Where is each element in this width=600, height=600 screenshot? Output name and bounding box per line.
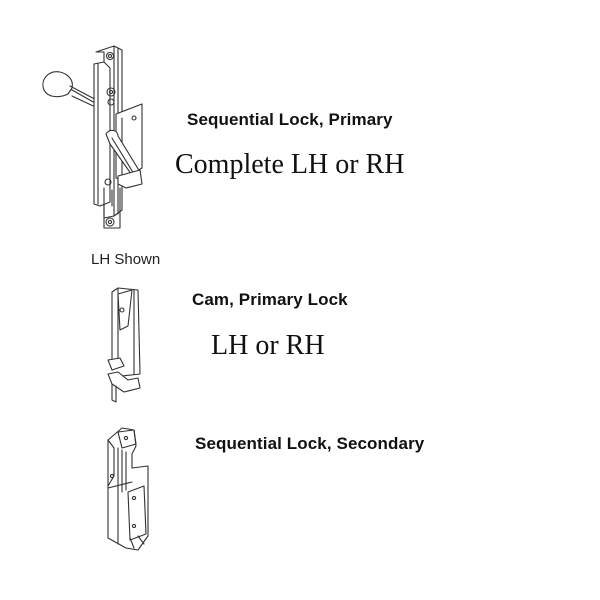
cam-primary-lock-drawing <box>98 286 148 404</box>
sequential-lock-primary-drawing <box>30 38 160 233</box>
variant-note-lh-or-rh: LH or RH <box>211 330 325 361</box>
orientation-label-lh-shown: LH Shown <box>91 251 161 268</box>
variant-note-complete-lh-or-rh: Complete LH or RH <box>175 149 405 180</box>
part-name-sequential-lock-primary: Sequential Lock, Primary <box>187 110 393 129</box>
sequential-lock-secondary-drawing <box>104 426 154 552</box>
part-name-cam-primary-lock: Cam, Primary Lock <box>192 290 348 309</box>
part-name-sequential-lock-secondary: Sequential Lock, Secondary <box>195 434 425 453</box>
